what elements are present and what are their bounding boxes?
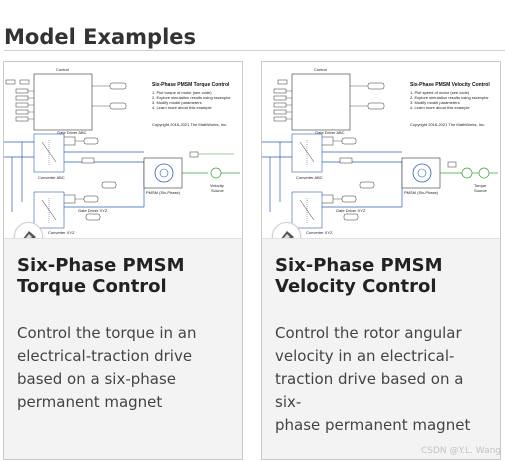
diagram-step: 3. Modify model parameters [410,100,460,105]
card-description: Control the rotor angular velocity in an… [275,324,471,434]
svg-text:Source: Source [211,188,224,193]
diagram-heading: Six-Phase PMSM Torque Control [152,82,230,88]
card-title[interactable]: Six-Phase PMSM Torque Control [17,255,185,297]
diagram-control-label: Control [56,67,69,72]
watermark: CSDN @Y.L. Wang [420,446,501,456]
diagram-gate-abc: Gate Driver ABC [315,130,345,135]
model-diagram: Control Six-Phase PMSM Torque Control 1.… [4,67,240,235]
diagram-converter-abc: Converter ABC [38,175,65,180]
diagram-heading: Six-Phase PMSM Velocity Control [410,82,490,88]
diagram-step: 2. Explore simulation results using ssce… [152,95,231,100]
diagram-copyright: Copyright 2016-2021 The MathWorks, Inc. [152,122,227,127]
svg-text:Source: Source [474,188,487,193]
diagram-gate-xyz: Gate Driver XYZ [78,208,108,213]
diagram-step: 1. Plot speed of motor (see code) [410,90,470,95]
diagram-control-label: Control [314,67,327,72]
section-divider [4,50,505,51]
model-diagram: Control Six-Phase PMSM Velocity Control … [262,67,498,235]
diagram-motor: PMSM (Six-Phase) [146,190,181,195]
diagram-step: 3. Modify model parameters [152,100,202,105]
diagram-step: 4. Learn more about this example [410,105,470,110]
diagram-motor: PMSM (Six-Phase) [404,190,439,195]
diagram-step: 1. Plot torque of motor (see code) [152,90,212,95]
svg-text:Velocity: Velocity [210,183,224,188]
diagram-converter-xyz: Converter XYZ [306,230,333,235]
diagram-converter-abc: Converter ABC [296,175,323,180]
example-card-torque-control[interactable]: Control Six-Phase PMSM Torque Control 1.… [3,61,243,460]
diagram-converter-xyz: Converter XYZ [48,230,75,235]
section-title: Model Examples [4,25,197,49]
card-description: Control the torque in an electrical-trac… [17,324,197,411]
diagram-gate-abc: Gate Driver ABC [57,130,87,135]
svg-text:Torque: Torque [474,183,487,188]
diagram-copyright: Copyright 2016-2021 The MathWorks, Inc. [410,122,485,127]
diagram-step: 4. Learn more about this example [152,105,212,110]
simulink-model-icon [272,222,301,238]
example-card-velocity-control[interactable]: Control Six-Phase PMSM Velocity Control … [261,61,501,460]
diagram-step: 2. Explore simulation results using ssce… [410,95,489,100]
card-thumbnail[interactable]: Control Six-Phase PMSM Velocity Control … [262,62,500,239]
card-title[interactable]: Six-Phase PMSM Velocity Control [275,255,443,297]
card-thumbnail[interactable]: Control Six-Phase PMSM Torque Control 1.… [4,62,242,239]
diagram-gate-xyz: Gate Driver XYZ [336,208,366,213]
